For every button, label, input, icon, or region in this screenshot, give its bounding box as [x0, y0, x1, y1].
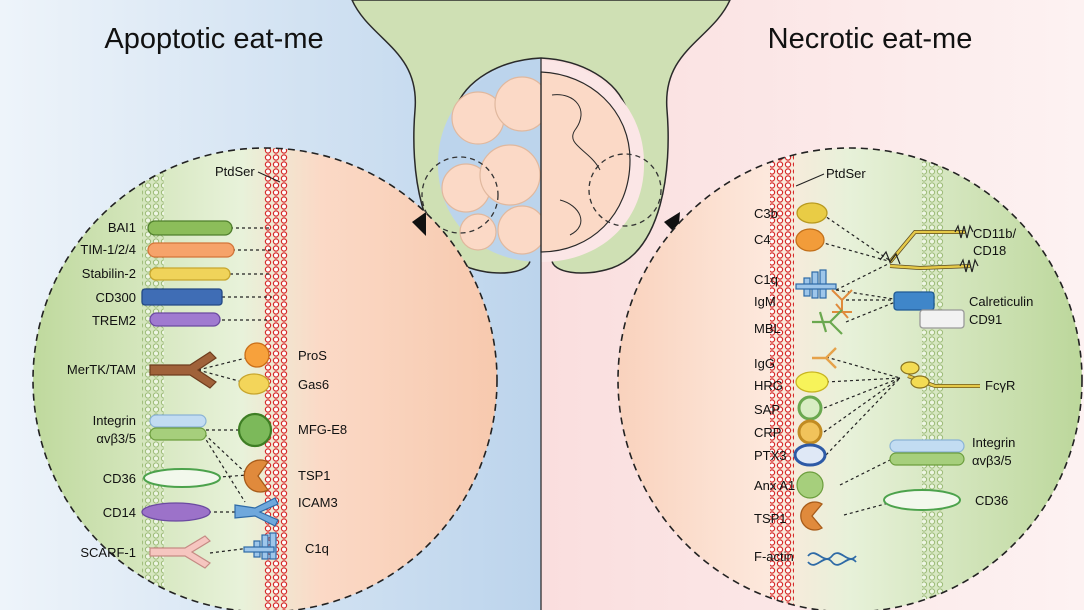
- necrotic-cell: [540, 71, 631, 253]
- label-c1q-left: C1q: [305, 541, 329, 556]
- scarf-1-receptor: [149, 535, 211, 569]
- label-anx-a1: Anx A1: [754, 478, 795, 493]
- left-phagocyte-membrane: [142, 148, 164, 610]
- left-zoom-panel: PtdSer BAI1 TIM-1/2/4 Stabilin-2 CD300 T…: [32, 147, 498, 610]
- cd11b-cd18-receptor: [879, 224, 979, 273]
- label-integrin-right: Integrin: [972, 435, 1015, 450]
- sap-molecule: [797, 395, 823, 421]
- label-scarf-1: SCARF-1: [80, 545, 136, 560]
- right-phagocyte-membrane: [922, 148, 944, 610]
- zoom-circle-left: [421, 156, 499, 234]
- label-mbl: MBL: [754, 321, 781, 336]
- left-connectors: [197, 227, 272, 554]
- mbl-molecule: [812, 309, 843, 335]
- c3b-molecule: [796, 202, 828, 224]
- f-actin-molecule: [807, 552, 857, 566]
- label-cd11b: CD11b/: [973, 226, 1017, 241]
- hrg-molecule: [795, 371, 829, 393]
- label-cd36-right: CD36: [975, 493, 1008, 508]
- label-cd18: CD18: [973, 243, 1006, 258]
- trem2-receptor: [149, 312, 221, 327]
- integrin-alpha: [149, 414, 207, 428]
- label-c3b: C3b: [754, 206, 778, 221]
- label-icam3: ICAM3: [298, 495, 338, 510]
- gas6-molecule: [238, 373, 270, 395]
- igm-molecule: [831, 289, 853, 319]
- label-mfg-e8: MFG-E8: [298, 422, 347, 437]
- c1q-molecule-left: [243, 532, 277, 560]
- label-hrg: HRG: [754, 378, 783, 393]
- label-calreticulin: Calreticulin: [969, 294, 1033, 309]
- label-mertk: MerTK/TAM: [67, 362, 136, 377]
- left-ptdser-label: PtdSer: [215, 164, 255, 179]
- right-ptdser-label: PtdSer: [826, 166, 866, 181]
- right-necrotic-membrane: [770, 148, 794, 610]
- label-tim: TIM-1/2/4: [80, 242, 136, 257]
- label-igm: IgM: [754, 294, 776, 309]
- integrin-alpha-right: [889, 439, 965, 453]
- label-cd36-left: CD36: [103, 471, 136, 486]
- label-tsp1-left: TSP1: [298, 468, 331, 483]
- anx-a1-molecule: [796, 471, 824, 499]
- stabilin-2-receptor: [149, 267, 231, 281]
- label-crp: CRP: [754, 425, 781, 440]
- c4-molecule: [795, 228, 825, 252]
- integrin-beta: [149, 427, 207, 441]
- label-gas6: Gas6: [298, 377, 329, 392]
- mfg-e8-molecule: [237, 412, 273, 448]
- zoom-circle-right: [588, 153, 662, 227]
- label-stabilin-2: Stabilin-2: [82, 266, 136, 281]
- pros-molecule: [244, 342, 270, 368]
- label-cd91: CD91: [969, 312, 1002, 327]
- fcgr-receptor: [900, 361, 980, 389]
- icam3-molecule: [234, 497, 279, 527]
- ptx3-molecule: [793, 443, 827, 467]
- label-integrin-left: Integrin: [93, 413, 136, 428]
- cd91-receptor: [919, 309, 965, 329]
- tsp1-molecule-right: [800, 501, 823, 531]
- label-cd14: CD14: [103, 505, 136, 520]
- c1q-molecule-right: [795, 269, 837, 299]
- label-trem2: TREM2: [92, 313, 136, 328]
- calreticulin-receptor: [893, 291, 935, 311]
- label-ptx3: PTX3: [754, 448, 787, 463]
- label-fcgr: FcγR: [985, 378, 1015, 393]
- label-integrin-subscript-left: αvβ3/5: [96, 431, 136, 446]
- tim-receptor: [147, 242, 235, 258]
- phagocyte-top: [351, 0, 731, 274]
- mertk-receptor: [149, 351, 217, 389]
- left-title: Apoptotic eat-me: [104, 23, 323, 55]
- integrin-beta-right: [889, 452, 965, 466]
- cd36-receptor-right: [883, 489, 961, 511]
- left-pointer-arrow: [412, 212, 426, 236]
- label-f-actin: F-actin: [754, 549, 794, 564]
- label-c4: C4: [754, 232, 771, 247]
- apoptotic-bodies: [441, 76, 550, 255]
- crp-molecule: [797, 419, 823, 445]
- label-c1q-right: C1q: [754, 272, 778, 287]
- tsp1-molecule: [243, 459, 269, 493]
- label-bai1: BAI1: [108, 220, 136, 235]
- bai1-receptor: [147, 220, 233, 236]
- label-cd300: CD300: [96, 290, 136, 305]
- cd14-receptor: [141, 502, 211, 522]
- igg-molecule: [812, 347, 837, 369]
- label-igg: IgG: [754, 356, 775, 371]
- cd36-receptor: [143, 468, 221, 488]
- label-pros: ProS: [298, 348, 327, 363]
- label-tsp1-right: TSP1: [754, 511, 787, 526]
- right-zoom-panel: PtdSer C3b C4 C1q IgM MBL IgG HRG SAP CR…: [617, 147, 1083, 610]
- label-sap: SAP: [754, 402, 780, 417]
- cd300-receptor: [141, 288, 223, 306]
- label-integrin-subscript-right: αvβ3/5: [972, 453, 1012, 468]
- right-title: Necrotic eat-me: [768, 23, 973, 55]
